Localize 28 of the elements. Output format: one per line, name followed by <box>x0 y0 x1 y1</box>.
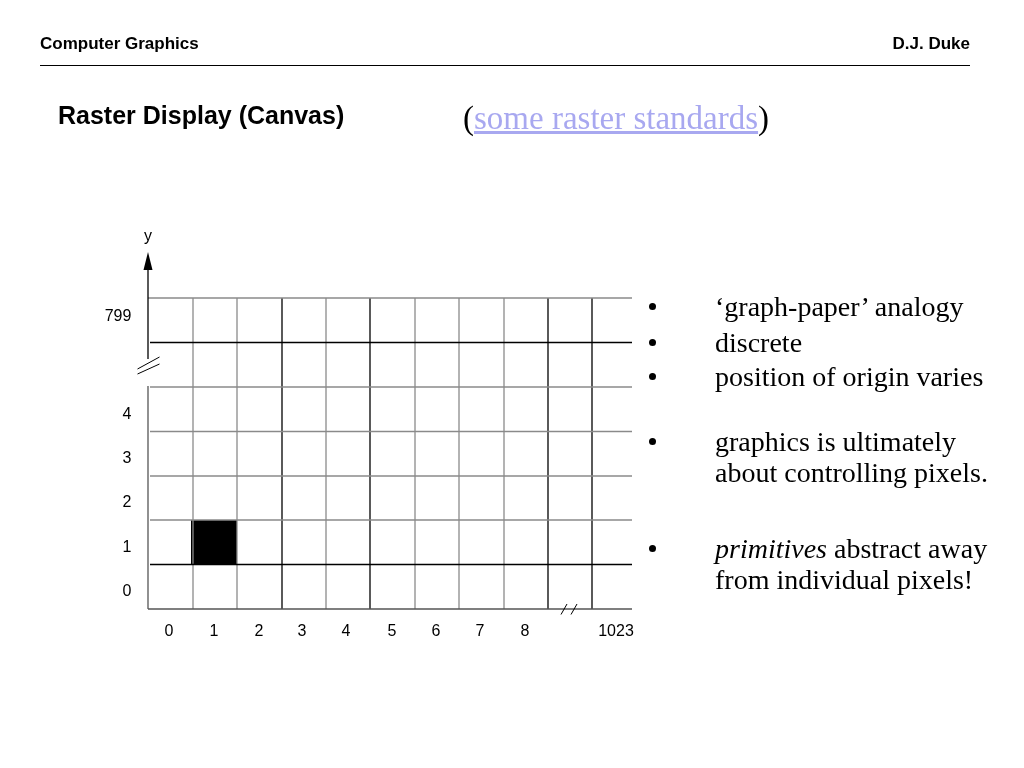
bullet-text: ‘graph-paper’ analogy <box>715 290 965 322</box>
tick-label: 0 <box>164 623 174 639</box>
slide-title: Raster Display (Canvas) <box>58 103 345 128</box>
bullet-text: position of origin varies <box>715 360 985 392</box>
bullet-text: primitives abstract away from individual pixels! <box>715 532 989 595</box>
tick-label: 4 <box>122 406 132 422</box>
tick-label: 7 <box>475 623 485 639</box>
tick-label: 799 <box>104 308 132 324</box>
tick-label: 2 <box>122 494 132 510</box>
opening-parenthesis: ( <box>463 102 474 135</box>
closing-parenthesis: ) <box>758 102 770 135</box>
author-name: D.J. Duke <box>892 35 970 52</box>
tick-label: 1023 <box>598 623 634 639</box>
tick-label: 3 <box>297 623 307 639</box>
tick-label: 1 <box>122 539 132 555</box>
bullet-text: graphics is ultimately about controlling pixels. <box>715 425 989 488</box>
tick-label: 8 <box>520 623 530 639</box>
bullet-text: discrete <box>715 326 804 358</box>
tick-label: 6 <box>431 623 441 639</box>
link: some raster standards <box>474 102 759 135</box>
tick-label: 0 <box>122 583 132 599</box>
header-title: Computer Graphics <box>40 35 199 52</box>
tick-label: 2 <box>254 623 264 639</box>
tick-label: 3 <box>122 450 132 466</box>
tick-label: 1 <box>209 623 219 639</box>
axis-label: y <box>144 228 152 244</box>
tick-label: 5 <box>387 623 397 639</box>
tick-label: 4 <box>341 623 351 639</box>
